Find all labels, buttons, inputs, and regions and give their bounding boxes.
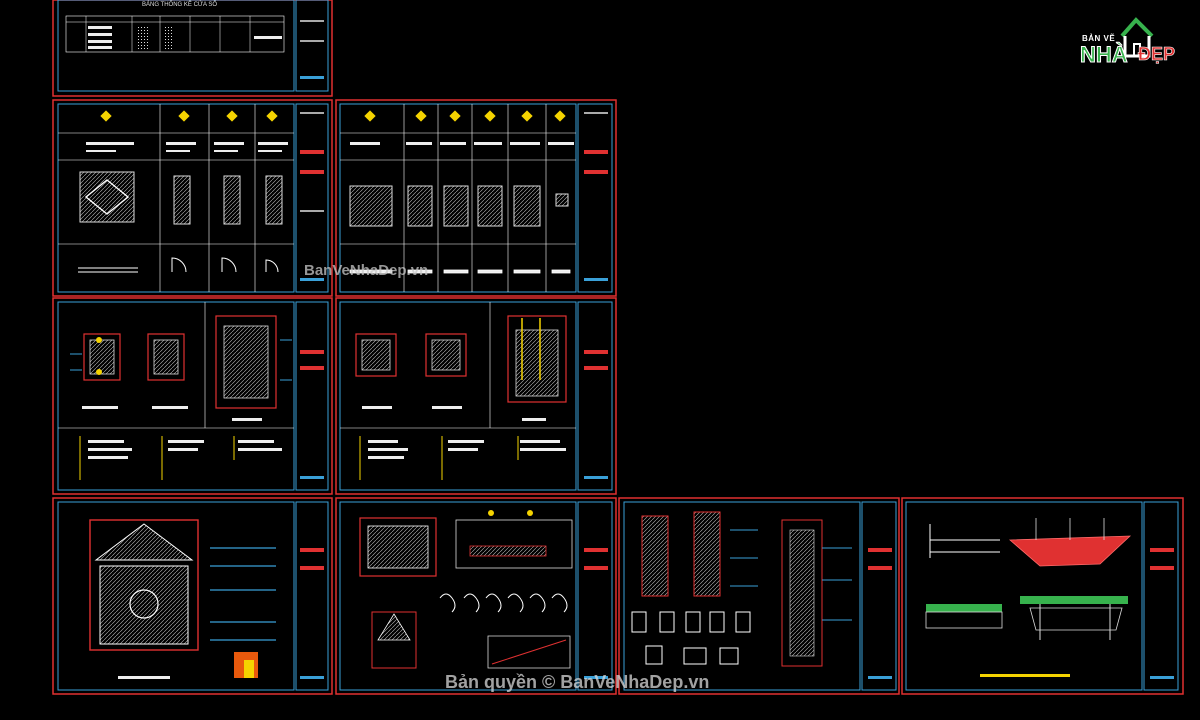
logo-house-icon — [1120, 17, 1154, 58]
title-block — [1150, 548, 1174, 679]
sheet-2[interactable] — [52, 99, 333, 297]
sheet-9[interactable] — [901, 497, 1184, 695]
watermark-center: BanVeNhaDep.vn — [304, 262, 429, 279]
title-block — [300, 20, 324, 79]
logo-nha-text: NHÀ — [1080, 42, 1129, 68]
title-block — [584, 350, 608, 479]
logo-dep-text: ĐẸP — [1138, 44, 1176, 65]
site-logo[interactable]: BẢN VẼ NHÀ ĐẸP — [1078, 14, 1188, 68]
title-block — [300, 112, 324, 281]
window-schedule-table — [65, 15, 285, 53]
sheet-7[interactable] — [335, 497, 617, 695]
title-block — [584, 548, 608, 679]
sheet-5[interactable] — [335, 297, 617, 495]
title-block — [300, 548, 324, 679]
sheet-1[interactable] — [52, 0, 333, 97]
title-block — [584, 112, 608, 281]
title-block — [868, 548, 892, 679]
sheet-4[interactable] — [52, 297, 333, 495]
logo-small-text: BẢN VẼ — [1082, 34, 1116, 43]
watermark-bottom: Bản quyền © BanVeNhaDep.vn — [445, 672, 710, 692]
sheet-8[interactable] — [618, 497, 900, 695]
title-block — [300, 350, 324, 479]
table-title: BẢNG THỐNG KÊ CỬA SỔ — [142, 2, 218, 8]
sheet-3[interactable] — [335, 99, 617, 297]
sheet-6[interactable] — [52, 497, 333, 695]
